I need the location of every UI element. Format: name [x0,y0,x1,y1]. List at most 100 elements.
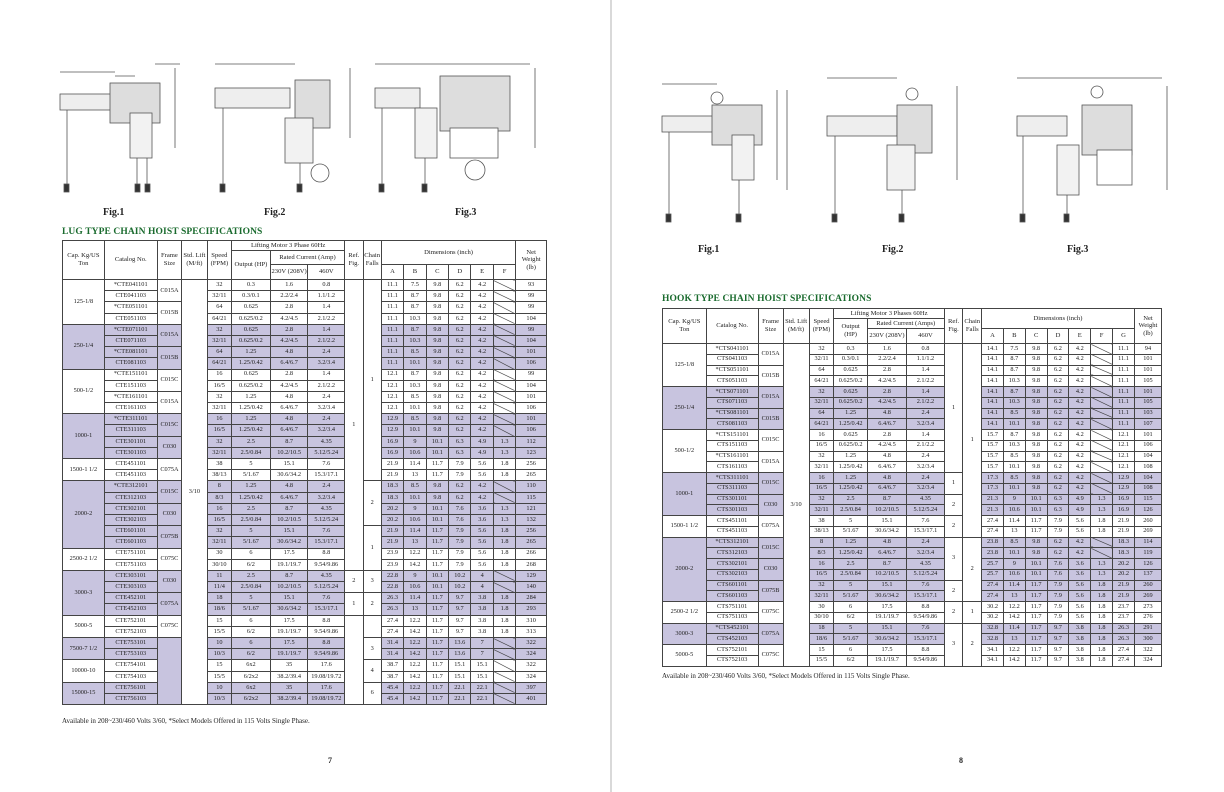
figure-3-drawing [1016,77,1168,223]
value-cell: 16.9 [1112,493,1135,506]
value-cell [492,368,517,381]
catalog-cell: CTS312103 [705,547,759,559]
value-cell: 4.9 [470,435,494,448]
value-cell: 5/1.67 [833,633,868,645]
value-cell: 8.5 [403,413,427,426]
value-cell: 64 [808,364,835,377]
value-cell: 38.7 [380,659,405,672]
value-cell: 6.2 [1046,461,1070,473]
value-cell: 32 [808,450,835,463]
value-cell: 0.3 [833,343,868,355]
value-cell: 3.8 [1068,644,1092,656]
value-cell [1090,418,1114,430]
th-catalog: Catalog No. [705,308,759,344]
value-cell: 265 [515,536,547,549]
value-cell: 17.3 [981,472,1004,484]
value-cell: 2.4 [906,472,945,484]
value-cell: 7.6 [1046,568,1070,581]
value-cell: 11.7 [425,457,450,471]
value-cell: 6.2 [1046,353,1070,366]
value-cell: 12.1 [380,368,405,381]
value-cell: 6 [833,644,868,656]
value-cell: 101 [515,346,547,359]
value-cell: 15 [206,659,233,672]
value-cell: 13.6 [448,648,472,661]
value-cell: 15.1 [866,622,908,635]
value-cell: 1.25/0.42 [231,491,271,504]
value-cell: 15 [808,644,835,656]
value-cell [1090,450,1114,463]
value-cell: 9.8 [1024,386,1048,398]
value-cell: 16 [808,472,835,484]
value-cell: 10.2/10.5 [269,446,309,460]
value-cell: 8.5 [1002,536,1026,549]
value-cell: 4.2/4.5 [269,334,309,348]
value-cell: 8.7 [269,435,309,448]
value-cell: 8.5 [1002,450,1026,463]
value-cell: 10.3 [403,334,427,348]
value-cell [492,692,517,706]
page-gutter [610,0,612,792]
value-cell: 104 [1133,450,1163,463]
th-230v: 230V (208V) [866,328,908,344]
value-cell: 99 [515,368,547,381]
value-cell: 15.7 [981,429,1004,441]
catalog-cell: CTE601101 [103,525,158,538]
value-cell: 9.7 [1046,654,1070,667]
value-cell: 30.6/34.2 [866,525,908,538]
value-cell: 13 [403,603,427,616]
value-cell: 12.2 [403,636,427,650]
value-cell: 1.8 [1090,654,1114,667]
value-cell: 9 [403,569,427,583]
value-cell: 3.8 [1068,633,1092,645]
cap-cell: 15000-15 [62,681,105,706]
value-cell: 4.2 [1068,450,1092,463]
value-cell [492,670,517,683]
value-cell: 4.2/4.5 [866,439,908,452]
value-cell: 5.6 [1068,611,1092,624]
th-dim-e: E [470,264,494,280]
value-cell: 101 [1133,386,1163,398]
value-cell: 4.8 [866,536,908,549]
value-cell [492,480,517,493]
value-cell: 6.2 [1046,418,1070,430]
value-cell: 105 [1133,375,1163,387]
value-cell: 101 [1133,429,1163,441]
value-cell: 2.4 [307,413,346,426]
value-cell: 9.8 [1024,461,1048,473]
catalog-cell: CTE753101 [103,636,158,650]
std-lift-cell: 3/10 [782,343,810,667]
catalog-cell: *CTS311101 [705,472,759,484]
value-cell: 27.4 [380,614,405,627]
value-cell: 6.2 [448,346,472,359]
figure-2-label: Fig.2 [882,244,904,255]
value-cell: 7.9 [448,547,472,560]
value-cell: 6.3 [1046,504,1070,516]
value-cell: 4.35 [307,435,346,448]
value-cell: 9 [1002,493,1026,506]
th-dim-g: G [1112,328,1135,344]
value-cell: 9.8 [1024,375,1048,387]
value-cell: 0.625/0.2 [833,439,868,452]
value-cell: 11.1 [1112,353,1135,366]
value-cell: 6.4/6.7 [866,547,908,559]
catalog-cell: CTS051103 [705,375,759,387]
value-cell: 0.625/0.2 [231,379,271,392]
catalog-cell: CTS081103 [705,418,759,430]
value-cell: 6.2 [1046,472,1070,484]
value-cell: 9.8 [1024,450,1048,463]
value-cell: 6x2 [231,681,271,694]
catalog-cell: CTS601101 [705,579,759,592]
value-cell: 5 [231,592,271,605]
value-cell: 2.5 [231,435,271,448]
value-cell: 11.4 [403,525,427,538]
frame-cell: C030 [757,558,784,581]
value-cell: 137 [1133,568,1163,581]
catalog-cell: *CTS051101 [705,364,759,377]
